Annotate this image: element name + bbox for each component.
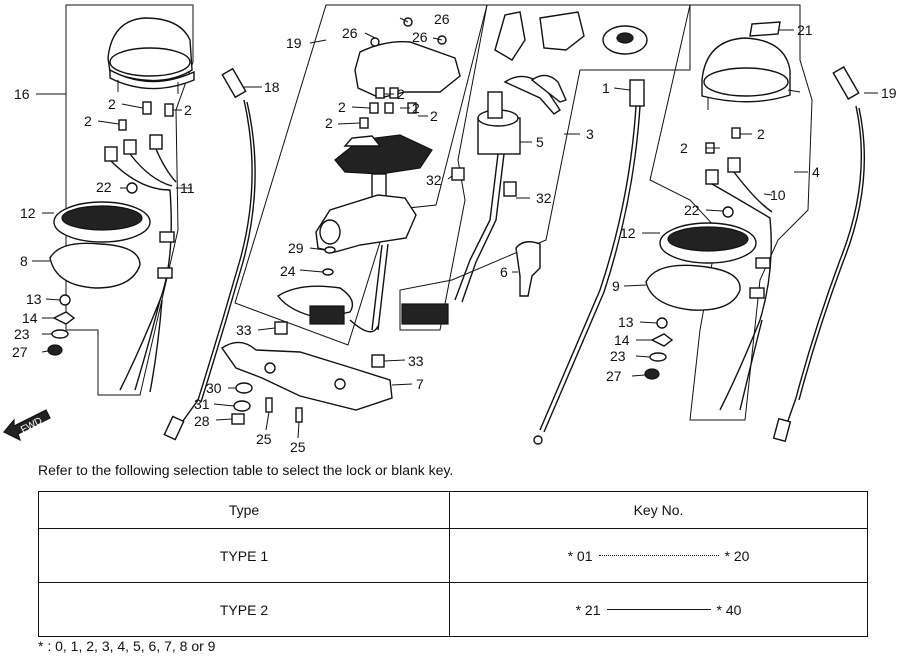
callout-15: 16 — [14, 86, 30, 102]
callout-23: 23 — [610, 348, 626, 364]
callout-12: 12 — [20, 205, 36, 221]
handle-bracket-group — [234, 4, 488, 346]
cable-16 — [163, 67, 256, 441]
callout-26: 26 — [412, 29, 428, 45]
header-type: Type — [38, 491, 450, 529]
callout-32: 32 — [426, 172, 442, 188]
callout-2: 2 — [108, 96, 116, 112]
callout-7: 7 — [416, 376, 424, 392]
callout-2: 2 — [757, 126, 765, 142]
header-key-no: Key No. — [449, 491, 868, 529]
asterisk-legend: * : 0, 1, 2, 3, 4, 5, 6, 7, 8 or 9 — [38, 638, 216, 654]
key-from: * 21 — [575, 601, 601, 618]
cable-1 — [533, 79, 645, 445]
fwd-label: FWD — [19, 416, 44, 436]
callout-28: 28 — [194, 413, 210, 429]
fwd-arrow: FWD — [3, 409, 51, 442]
range-dotted-line — [598, 555, 719, 556]
callout-13: 13 — [26, 291, 42, 307]
callout-19: 19 — [881, 85, 897, 101]
callout-3: 3 — [586, 126, 594, 142]
callout-1: 1 — [602, 80, 610, 96]
callout-2: 2 — [84, 113, 92, 129]
callout-5: 6 — [500, 264, 508, 280]
callout-22: 22 — [96, 179, 112, 195]
callout-14: 14 — [614, 332, 630, 348]
callout-22: 22 — [684, 202, 700, 218]
callout-25: 25 — [256, 431, 272, 447]
callout-21: 21 — [797, 22, 813, 38]
key-from: * 01 — [567, 547, 593, 564]
callout-2: 2 — [397, 86, 405, 102]
selection-note: Refer to the following selection table t… — [38, 462, 454, 478]
row-key-range: * 01 * 20 — [449, 528, 868, 583]
left-meter-group — [47, 4, 195, 396]
callout-4: 5 — [536, 134, 544, 150]
callout-33: 33 — [408, 353, 424, 369]
callout-9: 9 — [612, 278, 620, 294]
callout-32: 32 — [536, 190, 552, 206]
callout-2: 2 — [325, 115, 333, 131]
callout-2: 2 — [184, 102, 192, 118]
callout-10: 10 — [770, 187, 786, 203]
callout-29: 29 — [288, 240, 304, 256]
callout-16: 18 — [264, 79, 280, 95]
callout-31: 31 — [194, 396, 210, 412]
callout-numbers: 16 2 2 2 22 11 12 8 13 14 23 27 18 19 26… — [12, 11, 897, 455]
callout-25: 25 — [290, 439, 306, 455]
parts-diagram: FWD — [3, 4, 897, 455]
callout-33: 33 — [236, 322, 252, 338]
cable-19 — [772, 66, 866, 443]
ignition-switch-group — [399, 4, 691, 331]
bracket-plate-7 — [221, 321, 393, 425]
key-to: * 40 — [716, 601, 742, 618]
right-meter-group — [644, 4, 813, 421]
row-type: TYPE 2 — [38, 582, 450, 637]
callout-14: 14 — [22, 310, 38, 326]
row-key-range: * 21 * 40 — [449, 582, 868, 637]
row-type: TYPE 1 — [38, 528, 450, 583]
callout-26: 26 — [342, 25, 358, 41]
table-row: TYPE 2 * 21 * 40 — [38, 582, 868, 637]
key-to: * 20 — [724, 547, 750, 564]
leader-lines — [32, 17, 878, 439]
callout-13: 13 — [618, 314, 634, 330]
callout-11: 11 — [180, 180, 195, 196]
callout-24: 24 — [280, 263, 296, 279]
callout-2: 2 — [680, 140, 688, 156]
key-selection-table: Type Key No. TYPE 1 * 01 * 20 TYPE 2 * 2… — [38, 491, 868, 637]
callout-6: 4 — [812, 164, 820, 180]
callout-23: 23 — [14, 326, 30, 342]
callout-2: 2 — [412, 100, 420, 116]
range-solid-line — [606, 609, 711, 610]
callout-27: 27 — [606, 368, 622, 384]
table-row: TYPE 1 * 01 * 20 — [38, 528, 868, 583]
callout-30: 30 — [206, 380, 222, 396]
callout-2: 2 — [338, 99, 346, 115]
callout-26: 26 — [434, 11, 450, 27]
callout-2: 2 — [430, 108, 438, 124]
callout-8: 8 — [20, 253, 28, 269]
callout-18: 19 — [286, 35, 302, 51]
callout-27: 27 — [12, 344, 28, 360]
table-header-row: Type Key No. — [38, 491, 868, 529]
callout-12: 12 — [620, 225, 636, 241]
